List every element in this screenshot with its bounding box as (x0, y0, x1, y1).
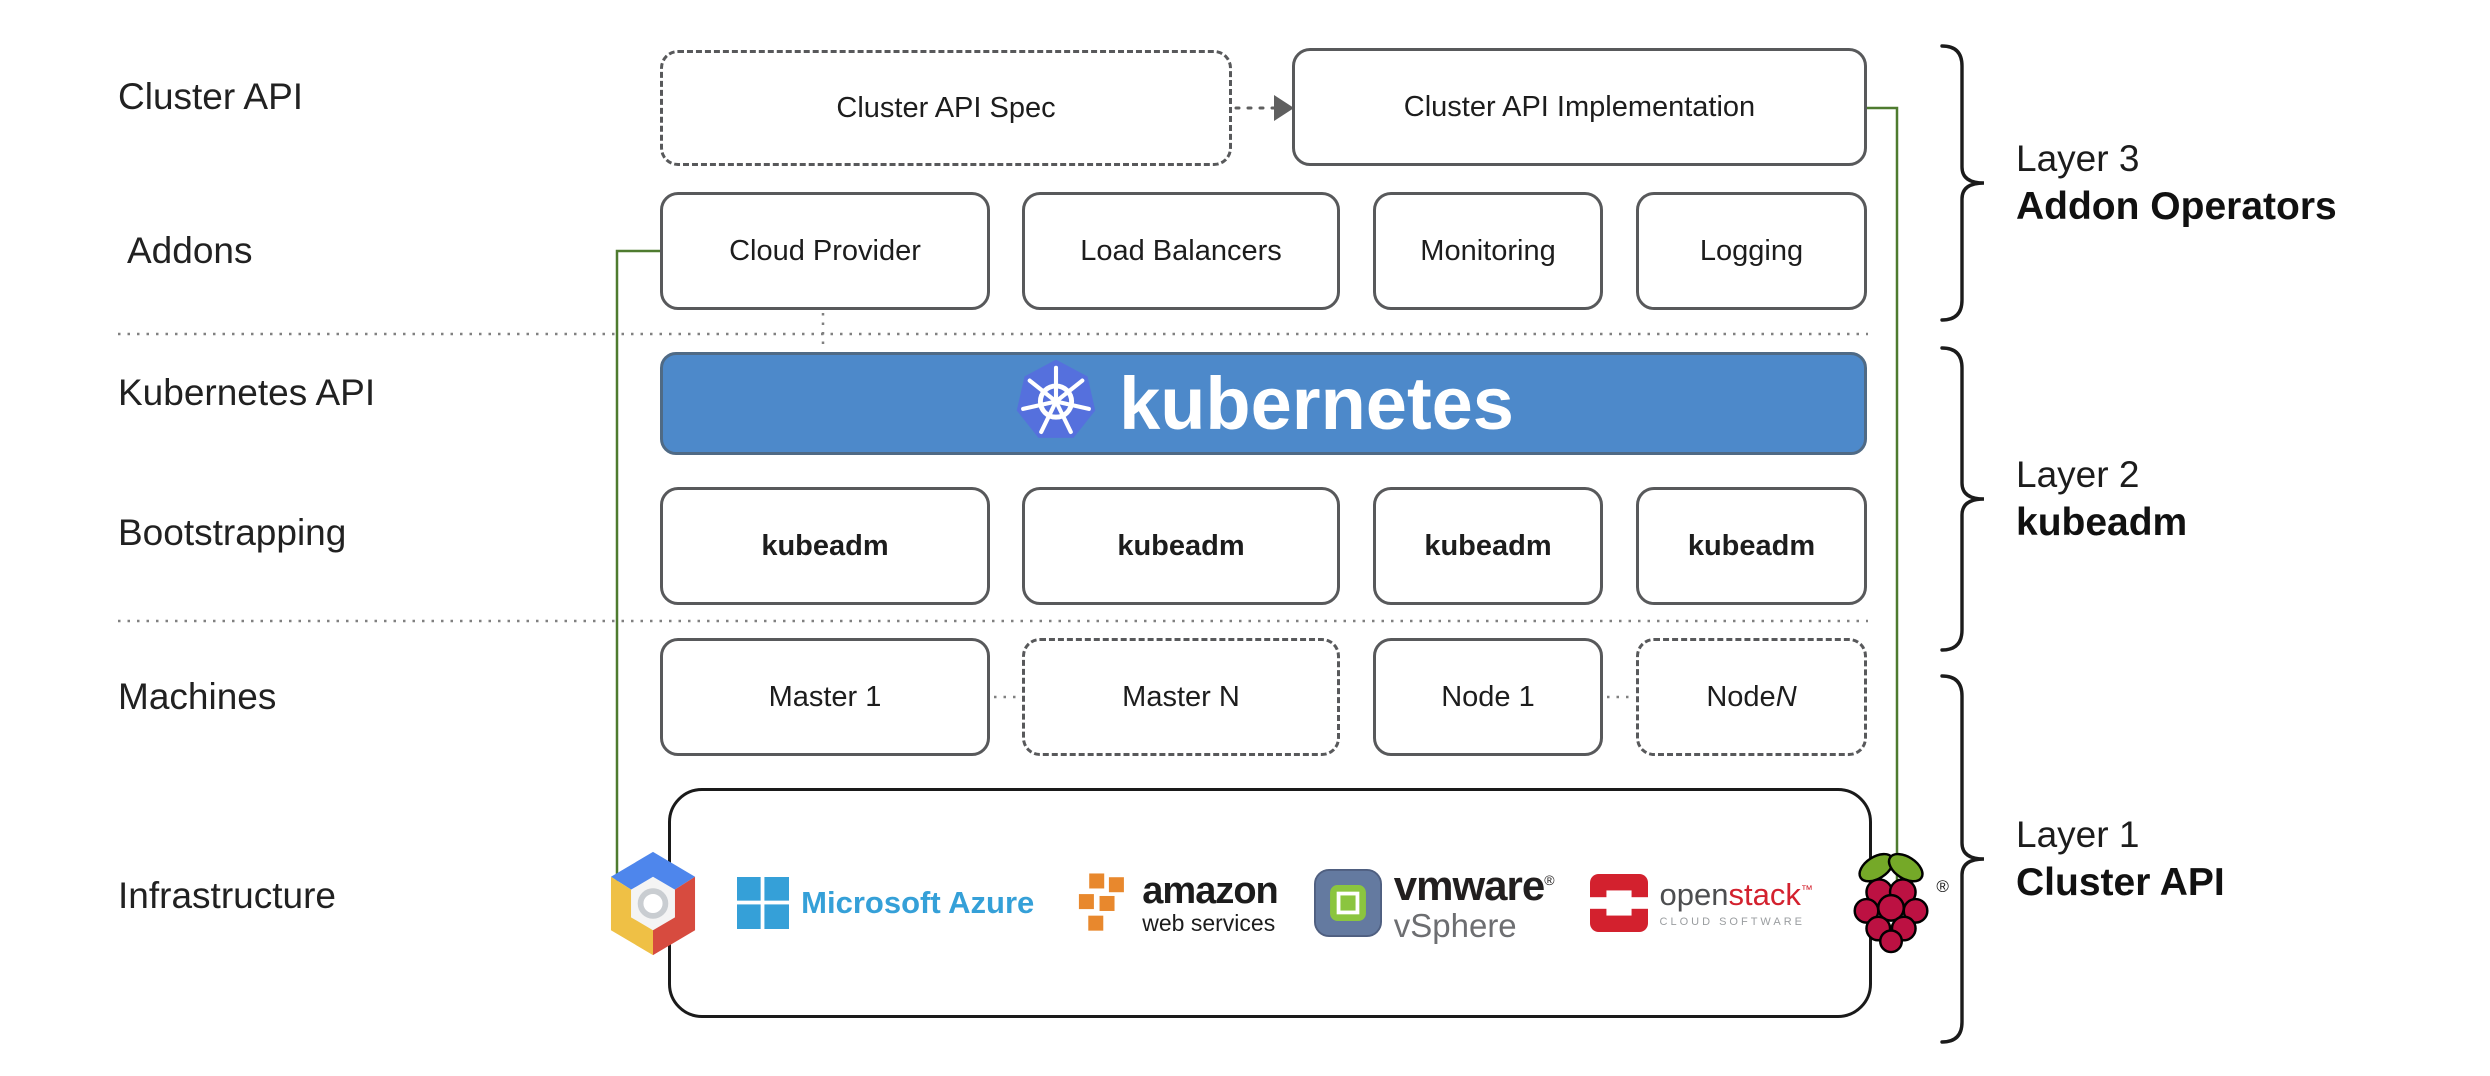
layer-1-label: Layer 1 Cluster API (2016, 811, 2225, 907)
kubeadm-label-4: kubeadm (1687, 529, 1816, 562)
openstack-subtitle: CLOUD SOFTWARE (1659, 915, 1806, 928)
microsoft-azure-logo: Microsoft Azure (737, 877, 1034, 929)
raspberry-pi-icon (1853, 852, 1929, 954)
kubernetes-wordmark: kubernetes (1119, 362, 1514, 445)
row-label-kubernetes-api: Kubernetes API (118, 372, 376, 413)
layer-1-title: Layer 1 (2016, 814, 2140, 855)
cloud-provider-label: Cloud Provider (729, 234, 921, 267)
kubernetes-logo-icon (1016, 359, 1096, 438)
row-label-bootstrapping: Bootstrapping (118, 512, 347, 553)
layer-2-title: Layer 2 (2016, 454, 2140, 495)
row-label-machines: Machines (118, 676, 277, 717)
machine-box-node-1: Node 1 (1373, 638, 1603, 756)
spec-to-implementation-arrowhead (1274, 95, 1294, 121)
node-n-label-prefix: Node (1706, 680, 1776, 713)
kubeadm-label-3: kubeadm (1424, 529, 1552, 562)
layer-3-subtitle: Addon Operators (2016, 185, 2337, 228)
web-services-wordmark: web services (1142, 909, 1276, 936)
row-label-cluster-api: Cluster API (118, 76, 304, 117)
layer-1-subtitle: Cluster API (2016, 861, 2225, 904)
addon-box-logging: Logging (1636, 192, 1867, 310)
layer-1-brace (1940, 674, 1985, 1044)
vmware-icon (1313, 869, 1382, 937)
node-1-label: Node 1 (1441, 680, 1535, 713)
cluster-api-spec-label: Cluster API Spec (836, 91, 1056, 124)
vmware-vsphere-logo: vmware® vSphere (1313, 861, 1555, 944)
raspberry-pi-reg-mark: ® (1936, 877, 1949, 896)
layer-2-brace (1940, 346, 1985, 652)
monitoring-label: Monitoring (1420, 234, 1556, 267)
addon-box-load-balancers: Load Balancers (1022, 192, 1340, 310)
cluster-api-implementation-box: Cluster API Implementation (1292, 48, 1867, 166)
layer-2-label: Layer 2 kubeadm (2016, 451, 2187, 547)
addon-box-monitoring: Monitoring (1373, 192, 1603, 310)
layer-2-subtitle: kubeadm (2016, 501, 2188, 544)
machine-box-master-1: Master 1 (660, 638, 990, 756)
openstack-icon (1589, 874, 1648, 932)
vsphere-wordmark: vSphere (1393, 906, 1517, 944)
master-1-label: Master 1 (768, 680, 882, 713)
cluster-api-spec-box: Cluster API Spec (660, 50, 1232, 166)
machine-box-master-n: Master N (1022, 638, 1340, 756)
master-n-label: Master N (1122, 680, 1240, 713)
kubernetes-banner: kubernetes (660, 352, 1867, 455)
load-balancers-label: Load Balancers (1080, 234, 1282, 267)
google-cloud-hexagon-icon (611, 851, 696, 955)
machine-box-node-n: Node N (1636, 638, 1867, 756)
amazon-web-services-logo: amazon web services (1070, 869, 1279, 936)
raspberry-pi-logo: ® (1849, 851, 1949, 955)
layer-3-brace (1940, 44, 1985, 322)
logging-label: Logging (1699, 234, 1804, 267)
azure-wordmark: Microsoft Azure (801, 885, 1035, 920)
node-n-label-italic-n: N (1775, 680, 1797, 713)
layer-3-label: Layer 3 Addon Operators (2016, 135, 2337, 231)
layer-3-title: Layer 3 (2016, 138, 2140, 179)
openstack-word-open: open (1659, 876, 1729, 912)
kubeadm-box-3: kubeadm (1373, 487, 1603, 605)
google-cloud-platform-logo (605, 850, 701, 957)
microsoft-window-icon (737, 877, 790, 929)
openstack-word-stack: stack (1728, 876, 1801, 912)
kubeadm-box-4: kubeadm (1636, 487, 1867, 605)
implementation-to-infrastructure-line (1867, 106, 1899, 937)
openstack-tm-mark: ™ (1800, 882, 1813, 897)
kubeadm-label-2: kubeadm (1117, 529, 1245, 562)
kubeadm-label-1: kubeadm (761, 529, 889, 562)
row-label-infrastructure: Infrastructure (118, 875, 336, 916)
cluster-api-implementation-label: Cluster API Implementation (1403, 90, 1756, 123)
infrastructure-box: Microsoft Azure amazon web services (611, 788, 1949, 1018)
amazon-wordmark: amazon (1142, 869, 1278, 912)
kubeadm-box-2: kubeadm (1022, 487, 1340, 605)
aws-boxes-icon (1076, 870, 1127, 934)
vmware-wordmark: vmware (1393, 861, 1545, 909)
openstack-logo: openstack™ CLOUD SOFTWARE (1589, 874, 1813, 932)
cloud-provider-to-infrastructure-line (615, 249, 660, 902)
addon-box-cloud-provider: Cloud Provider (660, 192, 990, 310)
vmware-reg-mark: ® (1544, 871, 1554, 888)
kubeadm-box-1: kubeadm (660, 487, 990, 605)
row-label-addons: Addons (127, 230, 253, 271)
